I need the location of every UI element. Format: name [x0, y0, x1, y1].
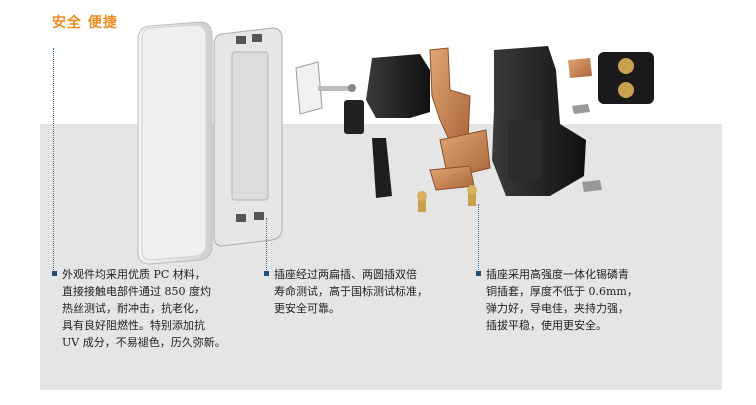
section-title: 安全 便捷 [52, 15, 118, 31]
feature-line: 热丝测试，耐冲击，抗老化， [62, 302, 205, 315]
feature-line: 具有良好阻燃性。特别添加抗 [62, 319, 205, 332]
feature-line: 弹力好，导电佳，夹持力强， [486, 302, 629, 315]
feature-line: 更安全可靠。 [274, 302, 340, 315]
rear-base [492, 46, 586, 196]
leader-line-3 [478, 204, 479, 270]
feature-copper-sleeve: 插座采用高强度一体化锡磷青 铜插套，厚度不低于 0.6mm， 弹力好，导电佳，夹… [476, 266, 638, 334]
feature-pc-material: 外观件均采用优质 PC 材料， 直接接触电部件通过 850 度灼 热丝测试，耐冲… [52, 266, 226, 351]
feature-line: 插拔平稳，使用更安全。 [486, 319, 607, 332]
feature-line: 直接接触电部件通过 850 度灼 [62, 285, 211, 298]
front-cover-plate [137, 21, 213, 265]
leader-line-1 [53, 48, 54, 270]
feature-line: 铜插套，厚度不低于 0.6mm， [486, 285, 638, 298]
terminal-block [568, 52, 654, 192]
feature-line: 插座经过两扁插、两圆插双倍 [274, 268, 417, 281]
feature-line: 寿命测试，高于国标测试标准， [274, 285, 428, 298]
feature-line: 外观件均采用优质 PC 材料， [62, 268, 206, 281]
feature-line: UV 成分，不易褪色，历久弥新。 [62, 336, 226, 349]
leader-line-2 [266, 218, 267, 270]
copper-contacts [417, 47, 491, 212]
mounting-frame [213, 27, 283, 247]
bullet-marker [264, 271, 269, 276]
bullet-marker [52, 271, 57, 276]
bullet-marker [476, 271, 481, 276]
rocker-cap [295, 61, 356, 115]
feature-lifetime-test: 插座经过两扁插、两圆插双倍 寿命测试，高于国标测试标准， 更安全可靠。 [264, 266, 428, 317]
inner-mechanism [344, 54, 430, 198]
feature-line: 插座采用高强度一体化锡磷青 [486, 268, 629, 281]
